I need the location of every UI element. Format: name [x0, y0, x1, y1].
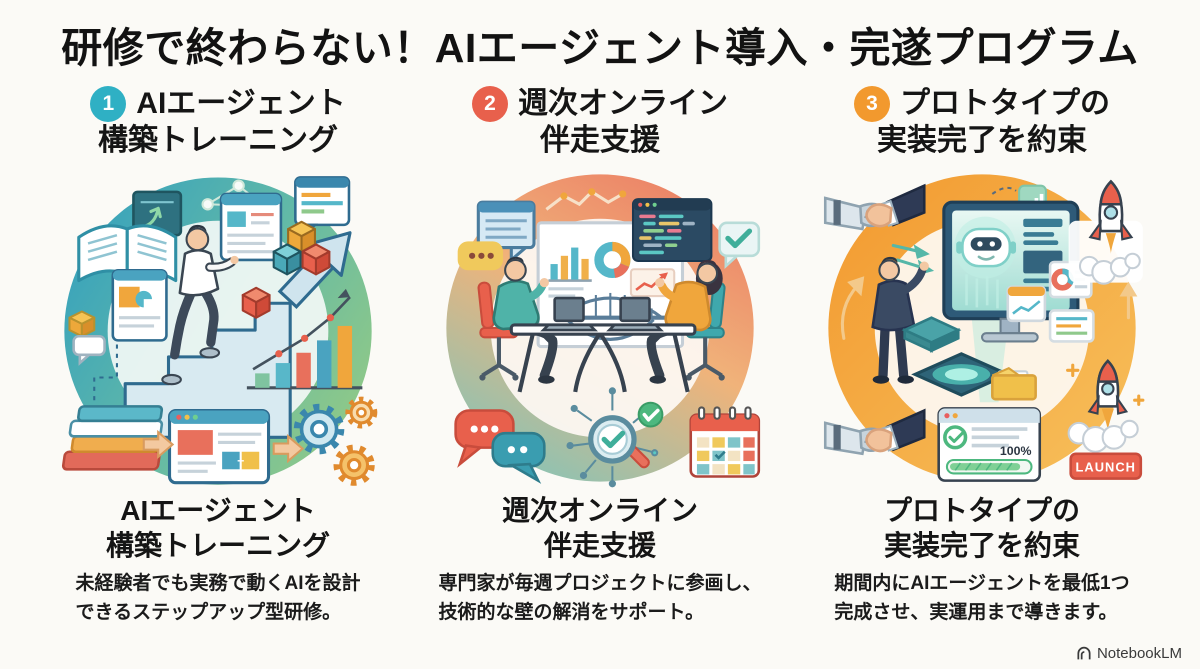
laptop-icon: [540, 296, 598, 332]
trend-dots-icon: [545, 188, 627, 211]
heading-training-line2: 構築トレーニング: [98, 123, 338, 157]
typing-bubble-icon: [457, 241, 504, 271]
heading-prototype-line2: 実装完了を約束: [877, 123, 1087, 157]
arrow-right-icon: [272, 434, 305, 464]
sparkle-icon: [1066, 363, 1145, 407]
laptop-icon: [606, 296, 664, 332]
subtitle-prototype: プロトタイプの 実装完了を約束: [883, 495, 1080, 562]
heading-prototype: 3 プロトタイプの 実装完了を約束: [854, 86, 1110, 159]
description-prototype: 期間内にAIエージェントを最低1つ 完成させ、実運用まで導きます。: [834, 573, 1130, 623]
dashed-connector: [93, 344, 118, 403]
illustration-prototype: 100% LAUNCH: [817, 163, 1147, 493]
red-cube-icon: [241, 286, 271, 319]
subtitle-weekly-support: 週次オンライン 伴走支援: [501, 495, 698, 562]
notebooklm-watermark: NotebookLM: [1076, 645, 1182, 662]
folder-icon: [991, 367, 1037, 401]
step-1-badge: 1: [90, 86, 127, 123]
code-window-icon: [631, 198, 713, 263]
browser-window-icon: [219, 192, 283, 262]
launch-button-label: LAUNCH: [1075, 460, 1136, 475]
overlay-chart-card-icon: [1006, 285, 1047, 323]
svg-text:+: +: [237, 454, 244, 468]
robot-face: [954, 216, 1017, 279]
arrow-right-icon: [142, 430, 175, 460]
up-arrows: [840, 276, 1138, 341]
illustration-weekly-support: [435, 163, 765, 493]
illustration-training: +: [53, 163, 383, 493]
cube-stack-icon: [272, 220, 331, 276]
launch-button: LAUNCH: [1069, 452, 1143, 481]
heading-training: 1 AIエージェント 構築トレーニング: [90, 86, 346, 159]
workflow-window-icon: +: [167, 409, 271, 485]
check-circle-icon: [637, 401, 664, 428]
rocket-launch-icon: [1066, 359, 1145, 453]
speech-bubble-teal-icon: [491, 432, 546, 485]
person-climbing: [161, 225, 239, 386]
heading-weekly-support: 2 週次オンライン 伴走支援: [472, 86, 728, 159]
column-weekly-support: 2 週次オンライン 伴走支援: [412, 78, 788, 627]
description-weekly-support: 専門家が毎週プロジェクトに参画し、 技術的な壁の解消をサポート。: [438, 573, 762, 623]
description-training: 未経験者でも実務で動くAIを設計 できるステップアップ型研修。: [75, 573, 361, 623]
dashed-arrow: [991, 187, 1017, 195]
heading-weekly-line1: 週次オンライン: [518, 87, 728, 120]
books-stack-icon: [61, 405, 164, 471]
rocket-icon: [1068, 179, 1143, 285]
check-bubble-icon: [718, 221, 761, 270]
notebooklm-icon: [1077, 646, 1091, 659]
message-window-icon: [476, 200, 536, 264]
glow-platform-icon: [911, 352, 1012, 397]
meeting-table: [509, 323, 697, 393]
watermark-label: NotebookLM: [1096, 645, 1182, 662]
list-card-icon: [1048, 309, 1095, 343]
training-illustration-svg: +: [61, 176, 378, 486]
column-training: 1 AIエージェント 構築トレーニング: [30, 78, 406, 627]
heading-training-line1: AIエージェント: [136, 87, 346, 120]
progress-window: 100%: [937, 407, 1042, 483]
donut-chart-icon: [594, 242, 631, 279]
gear-icon: [345, 396, 378, 429]
open-book-icon: [77, 224, 178, 283]
bar-chart-growth: [246, 289, 363, 390]
page-title: 研修で終わらない！AIエージェント導入・完遂プログラム: [61, 25, 1139, 71]
doc-window-icon: [111, 269, 168, 342]
weekly-illustration-svg: [446, 174, 761, 488]
column-prototype: 3 プロトタイプの 実装完了を約束: [794, 78, 1170, 627]
heading-prototype-line1: プロトタイプの: [900, 87, 1110, 120]
step-2-badge: 2: [472, 86, 508, 123]
chat-window-icon: [294, 176, 351, 239]
heading-weekly-line2: 伴走支援: [540, 123, 660, 157]
progress-percent-label: 100%: [1000, 444, 1032, 458]
chat-box-icon: [68, 310, 106, 367]
calendar-icon: [689, 406, 761, 478]
gear-icon: [333, 444, 375, 486]
office-chair-left: [477, 281, 519, 381]
columns-row: 1 AIエージェント 構築トレーニング: [0, 74, 1200, 627]
subtitle-training: AIエージェント 構築トレーニング: [105, 495, 330, 562]
platform-tile-icon: [901, 316, 962, 353]
gear-icon: [293, 403, 345, 455]
prototype-illustration-svg: 100% LAUNCH: [823, 174, 1145, 483]
step-3-badge: 3: [854, 86, 890, 123]
